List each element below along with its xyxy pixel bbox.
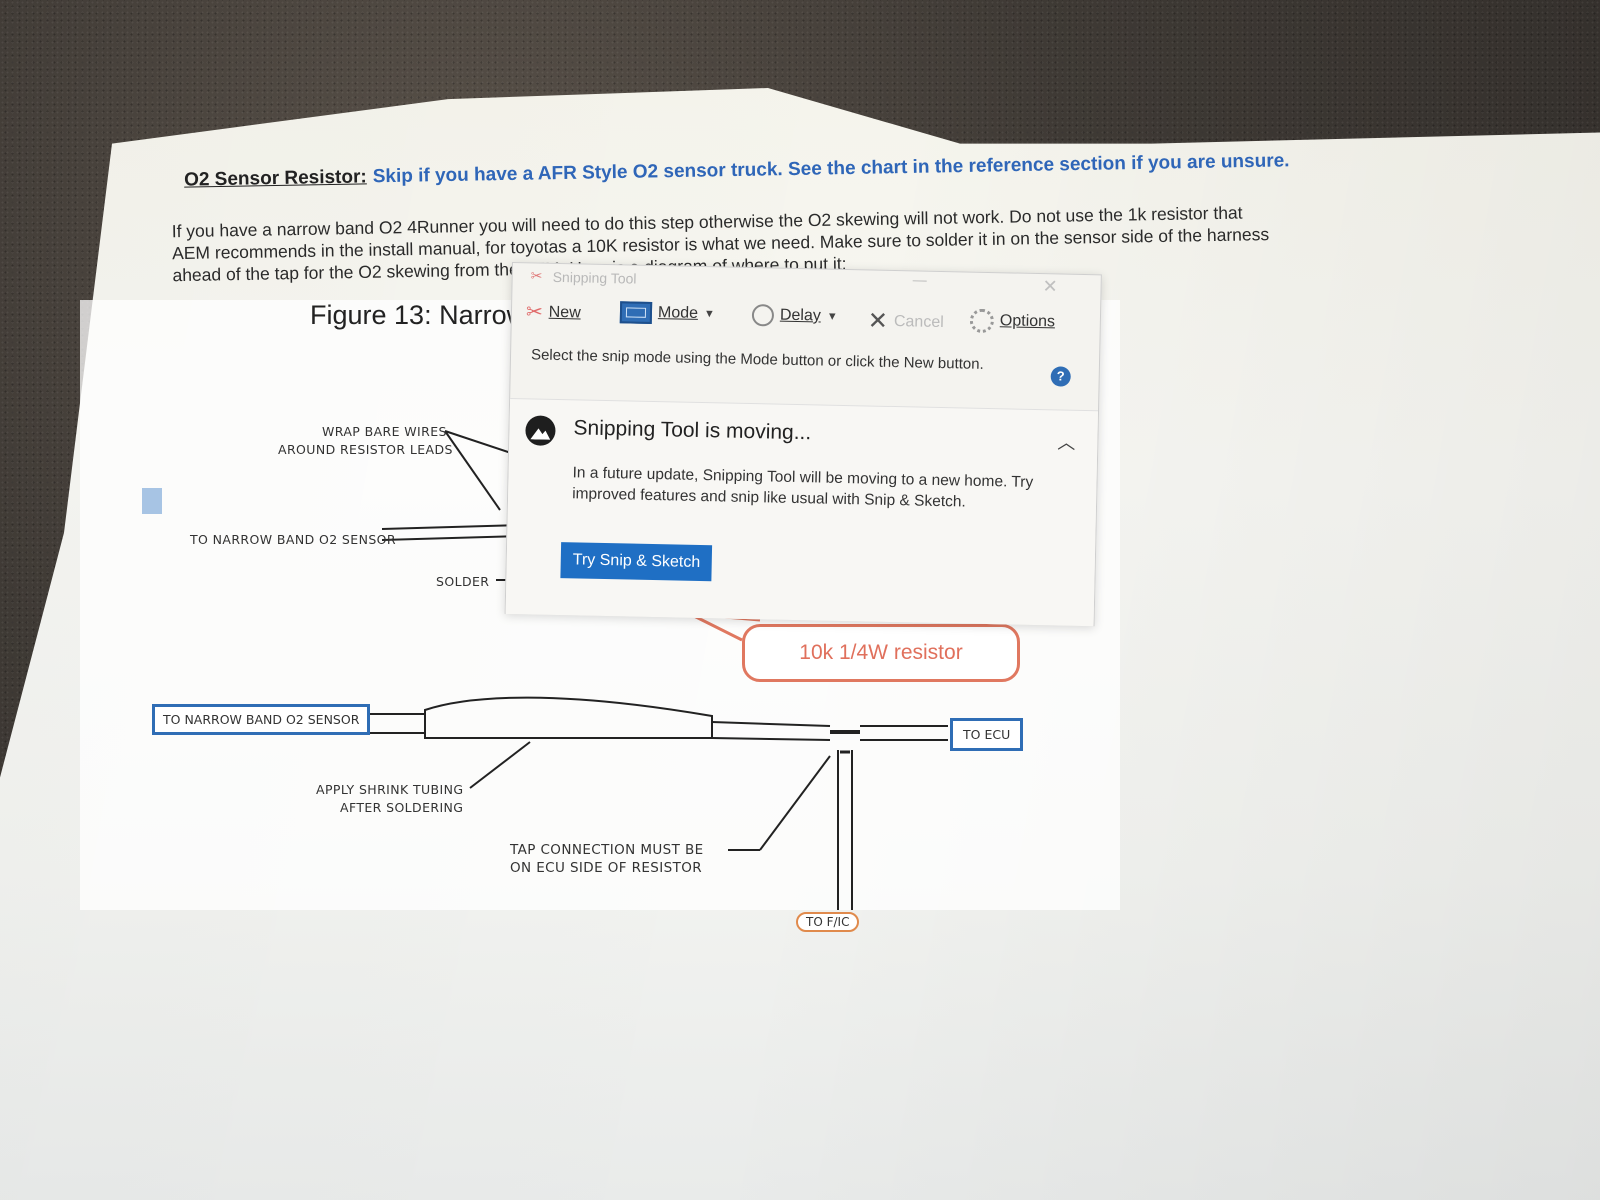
shrink-label-line1: APPLY SHRINK TUBING <box>316 782 464 797</box>
cancel-button[interactable]: ✕ Cancel <box>868 306 945 337</box>
delay-label: Delay <box>779 306 822 325</box>
resistor-callout: 10k 1/4W resistor <box>742 624 1020 682</box>
scissors-app-icon: ✂ <box>530 267 543 284</box>
tap-label-line2: ON ECU SIDE OF RESISTOR <box>510 860 703 876</box>
to-sensor-box: TO NARROW BAND O2 SENSOR <box>152 704 371 735</box>
options-label: Options <box>999 312 1056 331</box>
gear-icon <box>969 308 995 334</box>
snip-sketch-icon <box>525 415 556 446</box>
cancel-x-icon: ✕ <box>867 307 889 335</box>
delay-dropdown-icon[interactable]: ▼ <box>826 310 838 323</box>
delay-button[interactable]: Delay ▼ <box>751 304 838 328</box>
to-fic-callout: TO F/IC <box>796 912 860 932</box>
notice-body: In a future update, Snipping Tool will b… <box>571 464 1034 511</box>
options-button[interactable]: Options <box>969 308 1056 335</box>
wrap-label-line2: AROUND RESISTOR LEADS <box>278 442 453 457</box>
scissors-icon: ✂ <box>525 301 543 324</box>
tap-label-line1: TAP CONNECTION MUST BE <box>510 842 704 858</box>
blue-marker <box>142 488 162 514</box>
mode-button[interactable]: Mode ▼ <box>619 301 715 325</box>
minimize-icon[interactable]: — <box>912 271 927 288</box>
clock-icon <box>751 304 775 327</box>
figure-title: Figure 13: Narrow <box>310 300 527 330</box>
solder-label: SOLDER <box>436 574 490 589</box>
mode-icon <box>619 301 653 324</box>
chevron-up-icon[interactable]: ︿ <box>1057 432 1076 453</box>
new-button[interactable]: ✂ New <box>526 299 581 325</box>
heading-lead: O2 Sensor Resistor: <box>183 166 367 191</box>
close-icon[interactable]: ✕ <box>1042 276 1058 297</box>
moving-notice-panel: Snipping Tool is moving... ︿ In a future… <box>505 397 1099 627</box>
mode-label: Mode <box>657 304 699 322</box>
to-sensor-label-top: TO NARROW BAND O2 SENSOR <box>190 532 396 547</box>
wrap-label-line1: WRAP BARE WIRES <box>322 424 447 439</box>
new-label: New <box>548 303 581 321</box>
window-title: Snipping Tool <box>552 268 637 287</box>
cancel-label: Cancel <box>893 312 944 331</box>
notice-title: Snipping Tool is moving... <box>573 416 812 445</box>
try-snip-sketch-button[interactable]: Try Snip & Sketch <box>560 542 713 582</box>
help-icon[interactable]: ? <box>1050 366 1071 387</box>
shrink-label-line2: AFTER SOLDERING <box>340 800 464 815</box>
snipping-tool-window[interactable]: ✂ Snipping Tool — ✕ ✂ New Mode ▼ Delay ▼… <box>504 262 1102 627</box>
mode-dropdown-icon[interactable]: ▼ <box>703 308 715 321</box>
instruction-text: Select the snip mode using the Mode butt… <box>530 346 984 373</box>
to-ecu-box: TO ECU <box>950 718 1024 751</box>
